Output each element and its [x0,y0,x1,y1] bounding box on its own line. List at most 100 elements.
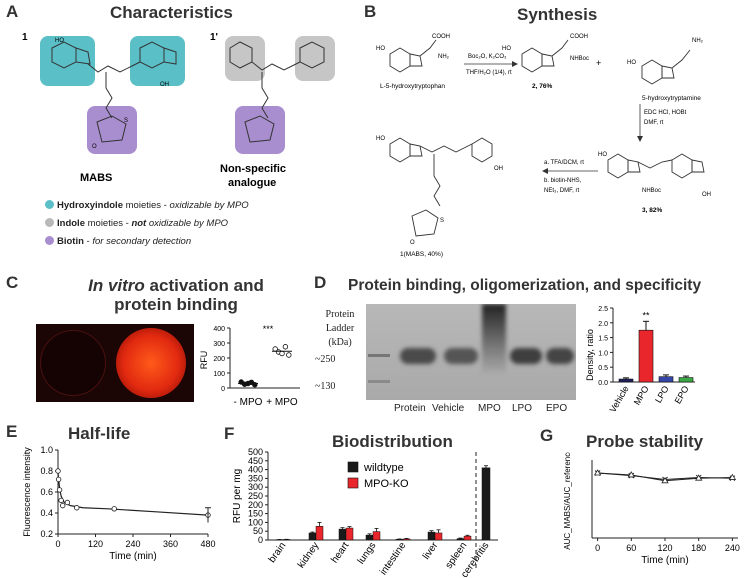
f-ytick-label: 450 [248,456,263,466]
d-ytick-label: 2.5 [598,306,608,313]
svg-text:OH: OH [160,82,169,88]
svg-text:DMF, rt: DMF, rt [644,120,664,126]
panel-e-title: Half-life [68,424,131,443]
svg-text:NEt₃, DMF, rt: NEt₃, DMF, rt [544,188,579,194]
c-ytick-label: 200 [213,356,225,363]
f-ytick-label: 250 [248,491,263,501]
e-xtick-label: 360 [163,539,178,549]
g-point-triangle [627,471,636,478]
svg-text:HO: HO [376,136,385,142]
f-xtick-label: liver [421,540,441,562]
svg-text:Boc₂O, K₂CO₃: Boc₂O, K₂CO₃ [468,54,507,60]
f-ytick-label: 300 [248,482,263,492]
svg-text:HO: HO [376,46,385,52]
nonspecific-label-1: Non-specific [220,163,286,175]
f-ytick-label: 0 [258,535,263,545]
d-ytick-label: 1.5 [598,336,608,343]
svg-text:S: S [440,218,444,224]
g-xtick-label: 120 [657,543,672,553]
f-ytick-label: 50 [253,526,263,536]
panel-a-letter: A [6,2,19,21]
d-bar [658,376,674,383]
svg-text:HO: HO [598,152,607,158]
f-bar-wildtype [308,532,317,541]
panel-b-letter: B [364,2,377,21]
svg-text:NH₂: NH₂ [438,54,450,60]
panel-a-legend: Hydroxyindole moieties - oxidizable by M… [45,197,365,251]
e-point [74,505,80,511]
f-bar-MPO-KO [434,532,443,541]
f-xtick-label: heart [329,540,351,565]
f-bar-wildtype [481,467,491,541]
e-point [55,476,62,483]
mabs-label: MABS [80,172,112,184]
panel-d-title: Protein binding, oligomerization, and sp… [348,277,702,294]
svg-text:HO: HO [55,38,64,44]
f-bar-wildtype [427,531,436,541]
molecule-1p-skeleton [229,41,325,143]
western-blot [366,304,576,400]
compound-1-number: 1 [22,32,28,43]
f-legend-swatch [347,461,359,473]
legend-biotin: Biotin - for secondary detection [45,233,365,251]
f-bar-MPO-KO [372,531,381,541]
f-legend-label: MPO-KO [364,478,409,490]
g-point-triangle [728,473,737,480]
d-ytick-label: 0.0 [598,380,608,387]
svg-text:EDC HCl, HOBt: EDC HCl, HOBt [644,110,687,116]
panel-b-title: Synthesis [517,5,598,24]
d-xtick-label: Vehicle [608,384,631,414]
e-xtick-label: 0 [55,539,60,549]
e-ytick-label: 0.8 [40,466,53,476]
svg-text:+: + [596,58,601,68]
panel-f-title: Biodistribution [332,432,453,451]
g-point-triangle [593,469,602,476]
f-legend-swatch [347,477,359,489]
d-xtick-label: MPO [632,384,651,407]
lane-mpo: MPO [478,403,501,414]
d-ylabel: Density, ratio [585,329,595,381]
e-ylabel: Fluorescence intensity [22,447,32,537]
svg-text:COOH: COOH [432,34,450,40]
e-xtick-label: 480 [200,539,215,549]
g-xtick-label: 0 [595,543,600,553]
f-xtick-label: intestine [378,540,409,577]
panel-g-title: Probe stability [586,432,704,451]
compound-5ht: 5-hydroxytryptamine [642,95,701,102]
e-point [55,468,61,474]
indole-box-left [225,36,265,81]
svg-text:O: O [92,144,97,150]
e-ytick-label: 0.2 [40,529,53,539]
lane-vehicle: Vehicle [432,403,465,414]
hydroxyindole-box-right [130,36,185,86]
lane-lpo: LPO [512,403,533,414]
indole-box-right [295,36,335,81]
compound-2: 2, 76% [532,83,552,90]
svg-text:O: O [410,240,415,246]
f-bar-wildtype [365,534,374,541]
d-bar [678,377,694,383]
g-xlabel: Time (min) [641,555,688,566]
f-legend-label: wildtype [363,462,404,474]
e-ytick-label: 1.0 [40,445,53,455]
f-xtick-label: lungs [356,540,379,566]
panel-b-scheme: COOH NH₂ COOH NHBoc NH₂ NHBoc HO HO HO H… [376,34,711,258]
f-bar-MPO-KO [463,535,472,541]
mw-250: ~250 [315,354,336,365]
e-point [56,487,63,493]
svg-text:S: S [124,118,128,124]
c-significance: *** [263,324,274,334]
f-ytick-label: 400 [248,465,263,475]
svg-text:NHBoc: NHBoc [642,188,661,194]
e-ytick-label: 0.4 [40,508,53,518]
panel-e-letter: E [6,422,18,441]
f-bar-wildtype [338,528,347,541]
legend-hydroxyindole: Hydroxyindole moieties - oxidizable by M… [45,197,365,215]
biotin-box-1 [87,106,137,154]
f-bar-wildtype [456,538,465,541]
c-ytick-label: 300 [213,341,225,348]
